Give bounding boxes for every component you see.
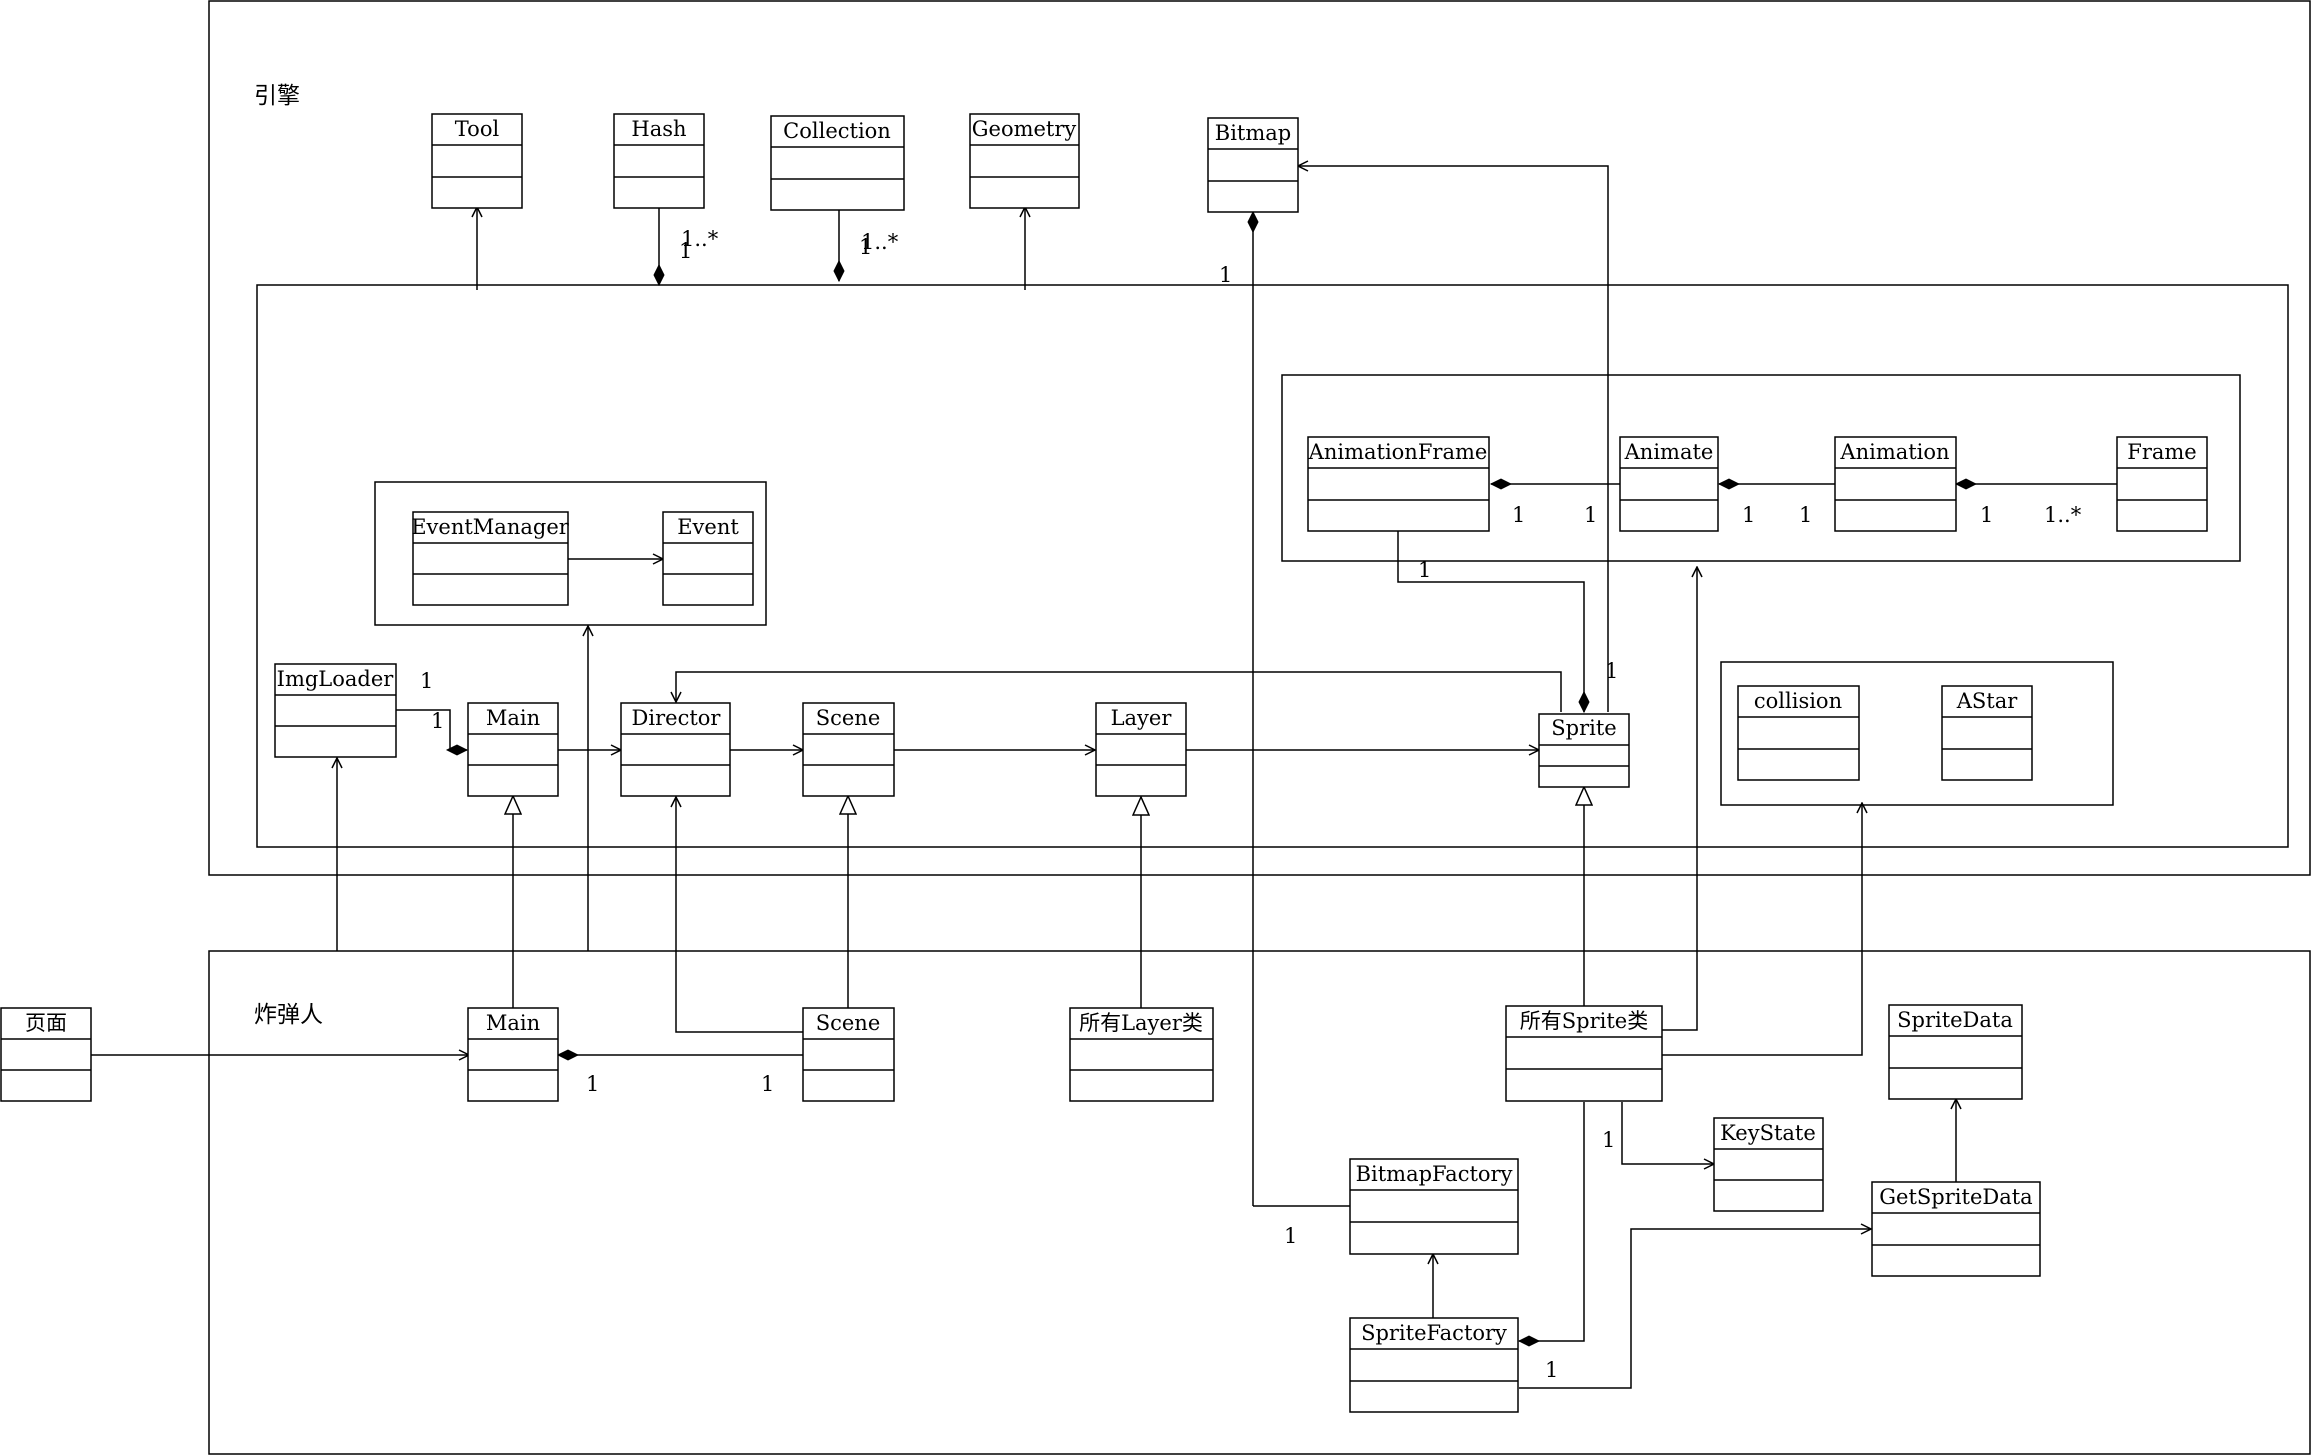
- class-game-main-name: Main: [486, 1011, 540, 1035]
- mult-imgloader-main-b: 1: [431, 709, 444, 733]
- class-director-name: Director: [632, 706, 722, 730]
- mult-collection-many: 1..*: [861, 230, 899, 254]
- mult-bitmap-one: 1: [1219, 263, 1232, 287]
- mult-imgloader-main-a: 1: [420, 669, 433, 693]
- mult-af-sprite: 1: [1418, 558, 1431, 582]
- mult-bitmapfactory: 1: [1284, 1224, 1297, 1248]
- class-event-name: Event: [677, 515, 739, 539]
- package-engine: 引擎: [208, 0, 2311, 876]
- class-sprite-factory: SpriteFactory: [1349, 1317, 1519, 1413]
- class-animate: Animate: [1619, 436, 1719, 532]
- mult-game-main-scene-left: 1: [586, 1072, 599, 1096]
- class-bitmap-factory-name: BitmapFactory: [1356, 1162, 1513, 1186]
- class-layer: Layer: [1095, 702, 1187, 797]
- connectors: [91, 166, 2117, 1389]
- engine-core-group: [256, 284, 2289, 848]
- mult-sprite-bitmap: 1: [1605, 659, 1618, 683]
- algorithm-group: [1720, 661, 2114, 806]
- class-sprite-data-name: SpriteData: [1897, 1008, 2013, 1032]
- class-geometry-name: Geometry: [972, 117, 1077, 141]
- class-key-state: KeyState: [1713, 1117, 1824, 1212]
- class-page: 页面: [0, 1007, 92, 1102]
- mult-keystate: 1: [1602, 1128, 1615, 1152]
- mult-hash-many: 1..*: [681, 227, 719, 251]
- mult-animation-frame-many: 1..*: [2044, 503, 2082, 527]
- mult-spritefactory: 1: [1545, 1358, 1558, 1382]
- class-event: Event: [662, 511, 754, 606]
- class-all-sprites: 所有Sprite类: [1505, 1005, 1663, 1102]
- class-page-name: 页面: [25, 1011, 67, 1035]
- class-main: Main: [467, 702, 559, 797]
- class-animate-name: Animate: [1624, 440, 1714, 464]
- class-animation: Animation: [1834, 436, 1957, 532]
- class-frame-name: Frame: [2127, 440, 2196, 464]
- class-sprite-factory-name: SpriteFactory: [1361, 1321, 1507, 1345]
- class-collision-name: collision: [1754, 689, 1842, 713]
- class-scene-name: Scene: [816, 706, 881, 730]
- class-animation-frame: AnimationFrame: [1307, 436, 1490, 532]
- class-geometry: Geometry: [969, 113, 1080, 209]
- class-img-loader-name: ImgLoader: [277, 667, 395, 691]
- class-event-manager: EventManager: [411, 511, 570, 606]
- class-all-layers: 所有Layer类: [1069, 1007, 1214, 1102]
- mult-hash-one: 1: [679, 239, 692, 263]
- package-game: 炸弹人: [208, 950, 2311, 1455]
- class-bitmap-name: Bitmap: [1215, 121, 1291, 145]
- class-tool: Tool: [431, 113, 523, 209]
- class-tool-name: Tool: [455, 117, 500, 141]
- mult-collection-one: 1: [859, 235, 872, 259]
- class-key-state-name: KeyState: [1720, 1121, 1816, 1145]
- mult-animation-frame-left: 1: [1980, 503, 1993, 527]
- class-event-manager-name: EventManager: [411, 515, 570, 539]
- multiplicity-labels: 1 1..* 1 1..* 1 1 1 1 1 1 1..* 1 1 1 1 1…: [420, 227, 2082, 1382]
- event-group: [374, 481, 767, 626]
- animation-group: [1281, 374, 2241, 562]
- class-frame: Frame: [2116, 436, 2208, 532]
- mult-animate-animation-left: 1: [1742, 503, 1755, 527]
- class-director: Director: [620, 702, 731, 797]
- class-get-sprite-data-name: GetSpriteData: [1879, 1185, 2032, 1209]
- package-game-label: 炸弹人: [254, 1002, 323, 1028]
- class-astar-name: AStar: [1956, 689, 2019, 713]
- class-scene: Scene: [802, 702, 895, 797]
- class-img-loader: ImgLoader: [274, 663, 397, 758]
- class-main-name: Main: [486, 706, 540, 730]
- class-layer-name: Layer: [1111, 706, 1173, 730]
- mult-animate-animation-right: 1: [1799, 503, 1812, 527]
- class-game-main: Main: [467, 1007, 559, 1102]
- class-animation-name: Animation: [1839, 440, 1949, 464]
- class-sprite: Sprite: [1538, 713, 1630, 788]
- class-collision: collision: [1737, 685, 1860, 781]
- mult-af-animate-right: 1: [1584, 503, 1597, 527]
- class-astar: AStar: [1941, 685, 2033, 781]
- mult-af-animate-left: 1: [1512, 503, 1525, 527]
- class-animation-frame-name: AnimationFrame: [1308, 440, 1488, 464]
- class-game-scene: Scene: [802, 1007, 895, 1102]
- class-collection: Collection: [770, 115, 905, 211]
- class-all-layers-name: 所有Layer类: [1079, 1011, 1203, 1035]
- class-bitmap-factory: BitmapFactory: [1349, 1158, 1519, 1255]
- class-game-scene-name: Scene: [816, 1011, 881, 1035]
- class-hash: Hash: [613, 113, 705, 209]
- class-bitmap: Bitmap: [1207, 117, 1299, 213]
- class-get-sprite-data: GetSpriteData: [1871, 1181, 2041, 1277]
- package-engine-label: 引擎: [254, 83, 300, 109]
- class-collection-name: Collection: [783, 119, 891, 143]
- class-sprite-data: SpriteData: [1888, 1004, 2023, 1100]
- class-all-sprites-name: 所有Sprite类: [1520, 1009, 1648, 1033]
- class-sprite-name: Sprite: [1551, 716, 1616, 740]
- class-hash-name: Hash: [631, 117, 686, 141]
- mult-game-main-scene-right: 1: [761, 1072, 774, 1096]
